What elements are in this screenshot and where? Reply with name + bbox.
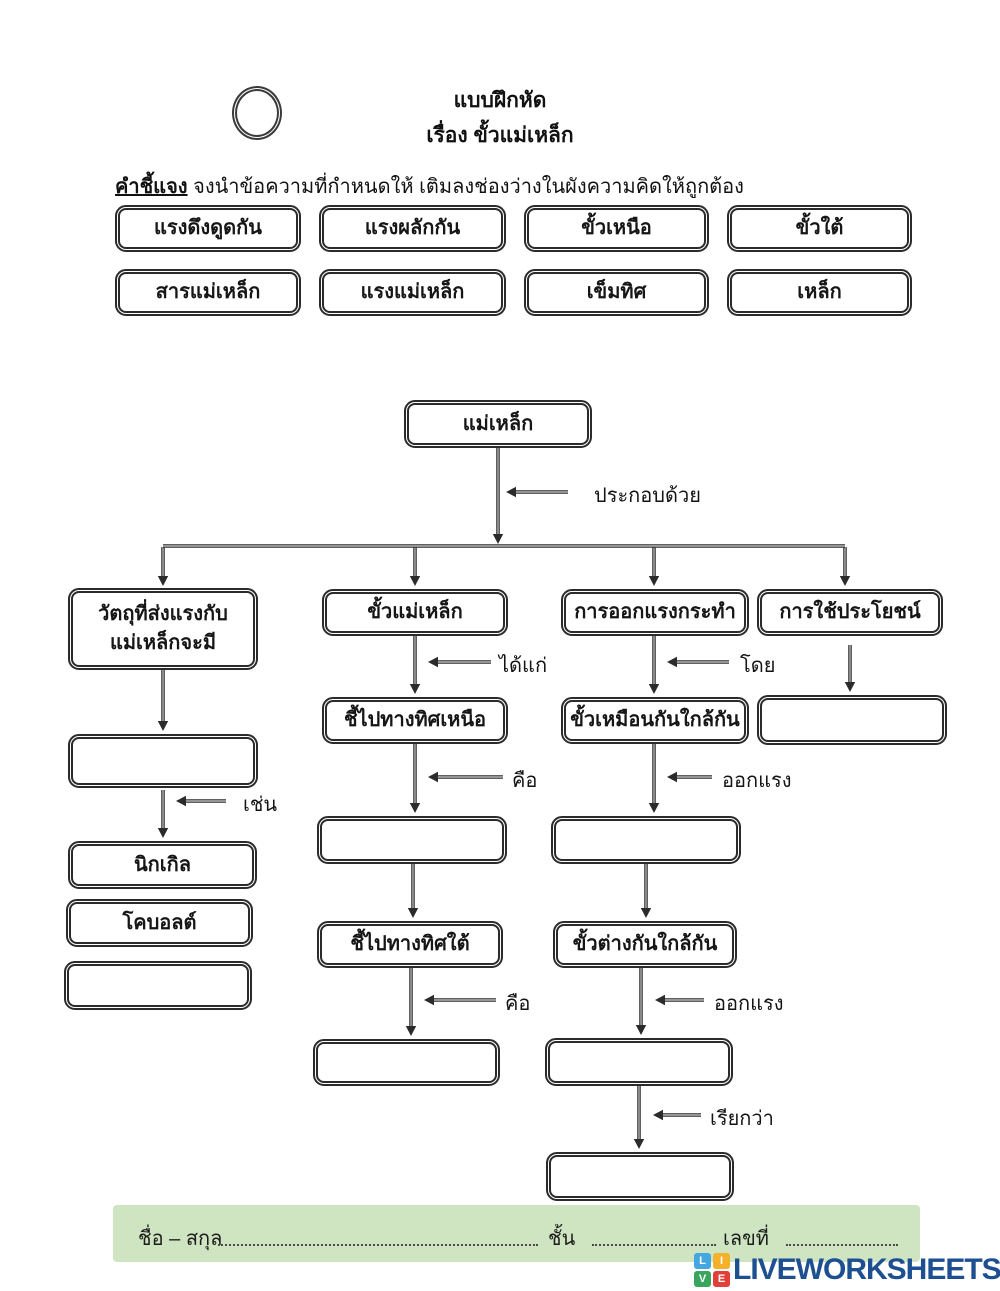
brand-tile-v: V	[694, 1271, 711, 1287]
brand-tile-e: E	[713, 1271, 730, 1287]
class-field[interactable]	[592, 1244, 716, 1246]
word-bank-item: เข็มทิศ	[524, 269, 709, 316]
branch-materials-line2: แม่เหล็กจะมี	[109, 632, 217, 654]
concept-branch-force: การออกแรงกระทำ	[561, 589, 749, 636]
answer-box-attract[interactable]	[545, 1038, 733, 1086]
instructions: คำชี้แจง จงนำข้อความที่กำหนดให้ เติมลงช่…	[115, 170, 744, 202]
arrow-label-composed-of: ประกอบด้วย	[594, 485, 701, 507]
answer-box-magnetic-force[interactable]	[546, 1152, 734, 1201]
instructions-text: จงนำข้อความที่กำหนดให้ เติมลงช่องว่างในผ…	[193, 176, 744, 198]
arrow-label-is-1: คือ	[512, 770, 538, 792]
word-bank-item: ขั้วใต้	[727, 205, 912, 252]
word-bank-item: แรงแม่เหล็ก	[319, 269, 506, 316]
name-field[interactable]	[218, 1244, 538, 1246]
number-label: เลขที่	[723, 1228, 769, 1250]
answer-box-materials[interactable]	[68, 734, 258, 788]
instructions-label: คำชี้แจง	[115, 176, 188, 198]
concept-south-pointing: ชี้ไปทางทิศใต้	[317, 921, 503, 968]
brand-name: LIVEWORKSHEETS	[733, 1253, 1000, 1286]
answer-box-material-example[interactable]	[64, 961, 252, 1010]
concept-nickel: นิกเกิล	[68, 841, 257, 889]
arrow-label-example: เช่น	[243, 794, 278, 816]
arrow-label-force-1: ออกแรง	[722, 770, 792, 792]
brand-tile-l: L	[694, 1253, 711, 1269]
page-subtitle: เรื่อง ขั้วแม่เหล็ก	[426, 124, 574, 147]
liveworksheets-logo: L I V E LIVEWORKSHEETS	[694, 1253, 1000, 1287]
answer-box-usage[interactable]	[757, 695, 947, 745]
concept-branch-materials: วัตถุที่ส่งแรงกับ แม่เหล็กจะมี	[68, 588, 258, 670]
arrow-label-namely: ได้แก่	[499, 655, 548, 677]
concept-different-poles: ขั้วต่างกันใกล้กัน	[553, 921, 737, 968]
word-bank-item: สารแม่เหล็ก	[115, 269, 301, 316]
concept-same-poles: ขั้วเหมือนกันใกล้กัน	[561, 697, 749, 744]
answer-box-repel[interactable]	[551, 816, 741, 864]
footer-bar	[113, 1205, 920, 1262]
word-bank-item: เหล็ก	[727, 269, 912, 316]
name-label: ชื่อ – สกุล	[138, 1228, 223, 1250]
arrow-label-is-2: คือ	[505, 993, 531, 1015]
logo-circle	[232, 86, 282, 140]
word-bank-item: แรงดึงดูดกัน	[115, 205, 301, 252]
page-title: แบบฝึกหัด	[453, 89, 547, 112]
concept-north-pointing: ชี้ไปทางทิศเหนือ	[322, 697, 508, 744]
number-field[interactable]	[786, 1244, 898, 1246]
brand-tile-i: I	[713, 1253, 730, 1269]
arrow-label-by: โดย	[740, 655, 776, 677]
answer-box-south-pole[interactable]	[313, 1039, 500, 1086]
answer-box-north-pole[interactable]	[317, 816, 507, 864]
class-label: ชั้น	[548, 1228, 576, 1250]
word-bank-item: ขั้วเหนือ	[524, 205, 709, 252]
liveworksheets-tiles-icon: L I V E	[694, 1253, 730, 1287]
arrow-label-force-2: ออกแรง	[714, 993, 784, 1015]
word-bank-item: แรงผลักกัน	[319, 205, 506, 252]
concept-cobalt: โคบอลต์	[66, 899, 253, 947]
word-bank: แรงดึงดูดกัน แรงผลักกัน ขั้วเหนือ ขั้วใต…	[115, 205, 912, 316]
arrow-label-called: เรียกว่า	[710, 1108, 774, 1130]
concept-branch-poles: ขั้วแม่เหล็ก	[322, 589, 508, 636]
concept-root-box: แม่เหล็ก	[404, 400, 592, 448]
branch-materials-line1: วัตถุที่ส่งแรงกับ	[98, 603, 228, 625]
concept-branch-usage: การใช้ประโยชน์	[757, 589, 943, 636]
